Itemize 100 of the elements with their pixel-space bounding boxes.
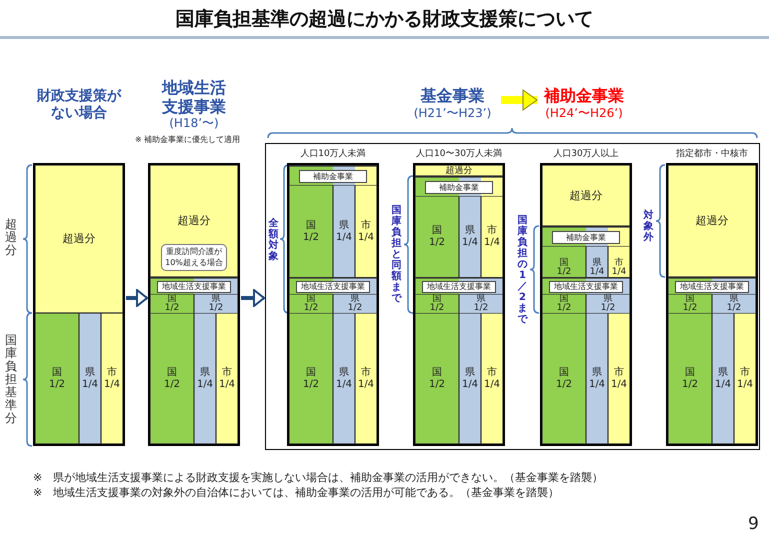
note-text: ※ 補助金事業に優先して適用 bbox=[135, 134, 240, 145]
band-label: 地域生活支援事業 bbox=[296, 281, 370, 293]
share-text: 県 bbox=[718, 366, 728, 378]
program-heading: 基金事業 bbox=[420, 86, 486, 106]
share-cell bbox=[289, 185, 333, 278]
share-text: 国 bbox=[432, 295, 442, 304]
share-text: 1/2 bbox=[164, 304, 180, 313]
share-text: 市 bbox=[361, 220, 371, 232]
share-cell bbox=[668, 313, 712, 444]
share-text: 1/2 bbox=[556, 304, 572, 313]
share-text: 超過分 bbox=[570, 190, 602, 202]
share-text: 県 bbox=[200, 366, 210, 378]
share-cell bbox=[542, 313, 586, 444]
share-text: 1/2 bbox=[302, 232, 320, 244]
share-cell bbox=[586, 313, 608, 444]
share-text: 県 bbox=[350, 295, 360, 304]
funding-band bbox=[415, 176, 503, 277]
share-cell bbox=[79, 313, 101, 444]
share-text: 県 bbox=[476, 295, 486, 304]
share-text: 1/2 bbox=[682, 378, 698, 390]
share-text: 1/2 bbox=[556, 378, 572, 390]
share-cell bbox=[355, 185, 377, 278]
share-cell bbox=[333, 313, 355, 444]
share-text: 市 bbox=[614, 366, 624, 378]
share-cell bbox=[459, 294, 503, 314]
share-cell bbox=[35, 165, 123, 313]
share-text: 市 bbox=[740, 366, 750, 378]
share-cell bbox=[481, 313, 503, 444]
share-cell bbox=[415, 165, 503, 176]
share-text: 1/4 bbox=[218, 378, 236, 390]
share-cell bbox=[101, 313, 123, 444]
share-text: 国 bbox=[432, 225, 442, 237]
program-frame bbox=[265, 143, 760, 450]
share-text: 1/4 bbox=[462, 378, 478, 390]
share-text: 国 bbox=[306, 295, 316, 304]
share-text: 市 bbox=[361, 366, 371, 378]
funding-band bbox=[668, 277, 756, 313]
share-text: 国 bbox=[559, 366, 569, 378]
share-text: 市 bbox=[487, 366, 497, 378]
share-text: 1/2 bbox=[302, 378, 320, 390]
share-text: 1/2 bbox=[556, 268, 572, 277]
band-label: 地域生活支援事業 bbox=[675, 281, 749, 293]
share-text: 国 bbox=[167, 366, 177, 378]
share-text: 1/2 bbox=[474, 304, 488, 313]
band-label: 地域生活支援事業 bbox=[157, 281, 231, 293]
share-cell bbox=[712, 313, 734, 444]
column-heading: 地域生活支援事業 bbox=[160, 78, 227, 116]
share-text: 県 bbox=[339, 366, 349, 378]
share-text: 1/2 bbox=[208, 304, 224, 313]
funding-band bbox=[289, 277, 377, 313]
share-text: 国 bbox=[685, 366, 695, 378]
share-text: 1/2 bbox=[600, 304, 616, 313]
population-heading: 人口10万人未満 bbox=[299, 148, 367, 160]
share-cell bbox=[542, 165, 630, 226]
share-text: 1/4 bbox=[484, 378, 500, 390]
share-text: 市 bbox=[614, 259, 624, 268]
brace-label: 全額対象 bbox=[268, 218, 279, 262]
population-heading: 人口30万人以上 bbox=[552, 148, 620, 160]
page-number: 9 bbox=[748, 514, 759, 534]
band-label: 地域生活支援事業 bbox=[422, 281, 496, 293]
share-text: 1/4 bbox=[610, 378, 628, 390]
program-heading: 補助金事業 bbox=[542, 86, 625, 106]
band-label: 補助金事業 bbox=[552, 231, 620, 244]
share-text: 国 bbox=[686, 295, 694, 304]
brace-label: 国庫負担基準分 bbox=[5, 334, 17, 425]
share-text: 県 bbox=[592, 366, 602, 378]
share-cell bbox=[712, 294, 756, 314]
share-text: 国 bbox=[560, 259, 568, 268]
share-text: 県 bbox=[465, 225, 475, 237]
share-text: 1/4 bbox=[736, 378, 754, 390]
footnote: ※ 地域生活支援事業の対象外の自治体においては、補助金事業の活用が可能である。（基金事業を踏襲） bbox=[33, 485, 560, 500]
share-text: 国 bbox=[306, 220, 316, 232]
funding-band bbox=[150, 277, 238, 313]
share-text: 市 bbox=[107, 366, 117, 378]
share-text: 1/4 bbox=[590, 268, 604, 277]
brace-label: 国庫負担の1／2まで bbox=[517, 215, 528, 325]
share-text: 県 bbox=[212, 295, 220, 304]
share-cell bbox=[481, 196, 503, 278]
share-text: 超過分 bbox=[62, 233, 96, 245]
share-cell bbox=[289, 294, 333, 314]
share-text: 国 bbox=[306, 366, 316, 378]
share-text: 1/4 bbox=[358, 232, 374, 244]
share-text: 1/2 bbox=[682, 304, 698, 313]
period-label: (H18’〜) bbox=[168, 116, 220, 130]
share-text: 1/2 bbox=[428, 237, 446, 249]
share-text: 超過分 bbox=[696, 215, 728, 227]
share-cell bbox=[194, 313, 216, 444]
share-cell bbox=[150, 313, 194, 444]
brace-label: 国庫負担と同額まで bbox=[391, 205, 402, 304]
share-text: 1/4 bbox=[82, 378, 98, 390]
band-label: 地域生活支援事業 bbox=[549, 281, 623, 293]
share-text: 1/2 bbox=[726, 304, 742, 313]
share-cell bbox=[150, 165, 238, 277]
funding-band bbox=[415, 277, 503, 313]
share-cell bbox=[586, 294, 630, 314]
arrow bbox=[126, 289, 148, 307]
share-text: 県 bbox=[465, 366, 475, 378]
funding-band bbox=[542, 277, 630, 313]
share-text: 1/4 bbox=[196, 378, 214, 390]
share-text: 1/2 bbox=[348, 304, 362, 313]
